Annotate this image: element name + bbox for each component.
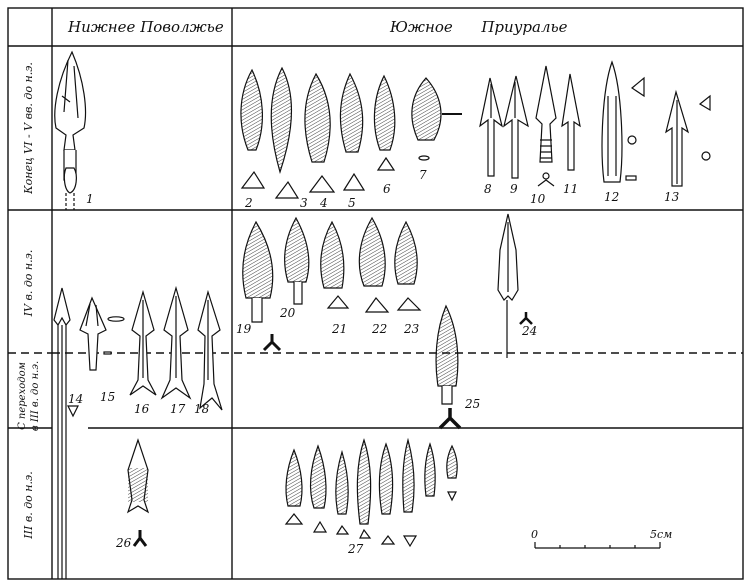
arrowhead-18 [197,289,223,411]
arrowhead-1 [54,50,87,210]
figure-number-24: 24 [522,324,538,338]
header-lower-volga: Нижнее Поволжье [68,18,224,36]
arrowhead-25 [435,304,462,430]
figure-number-21: 21 [332,322,348,336]
figure-number-2: 2 [245,196,253,210]
figure-number-8: 8 [484,182,492,196]
table-frame [7,7,744,580]
figure-number-17: 17 [170,402,186,416]
figure-number-4: 4 [320,196,328,210]
figure-number-25: 25 [465,397,481,411]
scale-start-label: 0 [531,528,538,541]
figure-number-10: 10 [530,192,546,206]
arrowhead-16 [129,289,157,396]
arrowheads-27 [284,437,458,548]
arrowhead-14 [53,287,79,579]
figure-number-3: 3 [300,196,308,210]
arrowheads-8-11 [479,65,581,187]
period-3rd-bc: III в. до н.э. [22,471,35,539]
arrowhead-24 [497,213,533,358]
figure-number-23: 23 [404,322,420,336]
period-transition-3rd-bc: С переходом в III в. до н.э. [17,360,41,432]
figure-number-20: 20 [280,306,296,320]
figure-number-9: 9 [510,182,518,196]
figure-number-27: 27 [348,542,364,556]
figure-number-15: 15 [100,390,116,404]
figure-number-12: 12 [604,190,620,204]
arrowhead-26 [126,438,150,547]
figure-number-13: 13 [664,190,680,204]
scale-end-label: 5см [650,528,673,541]
figure-number-16: 16 [134,402,150,416]
figure-number-19: 19 [236,322,252,336]
arrowheads-19-23 [242,216,422,352]
header-southern-urals: Южное Приуралье [390,18,568,36]
figure-number-22: 22 [372,322,388,336]
figure-number-6: 6 [383,182,391,196]
figure-number-5: 5 [348,196,356,210]
arrowhead-15 [79,296,125,371]
figure-number-7: 7 [419,168,427,182]
figure-number-26: 26 [116,536,132,550]
figure-number-18: 18 [194,402,210,416]
arrowhead-13 [665,89,711,187]
scale-bar [534,542,661,549]
period-late-6th-5th-bc: Конец VI - V вв. до н.э. [22,62,35,194]
figure-number-1: 1 [86,192,94,206]
period-4th-bc: IV в. до н.э. [22,249,35,317]
figure-number-11: 11 [563,182,579,196]
figure-number-14: 14 [68,392,84,406]
arrowheads-2-7 [240,66,462,199]
arrowhead-17 [160,285,192,400]
arrowhead-12 [601,60,645,183]
